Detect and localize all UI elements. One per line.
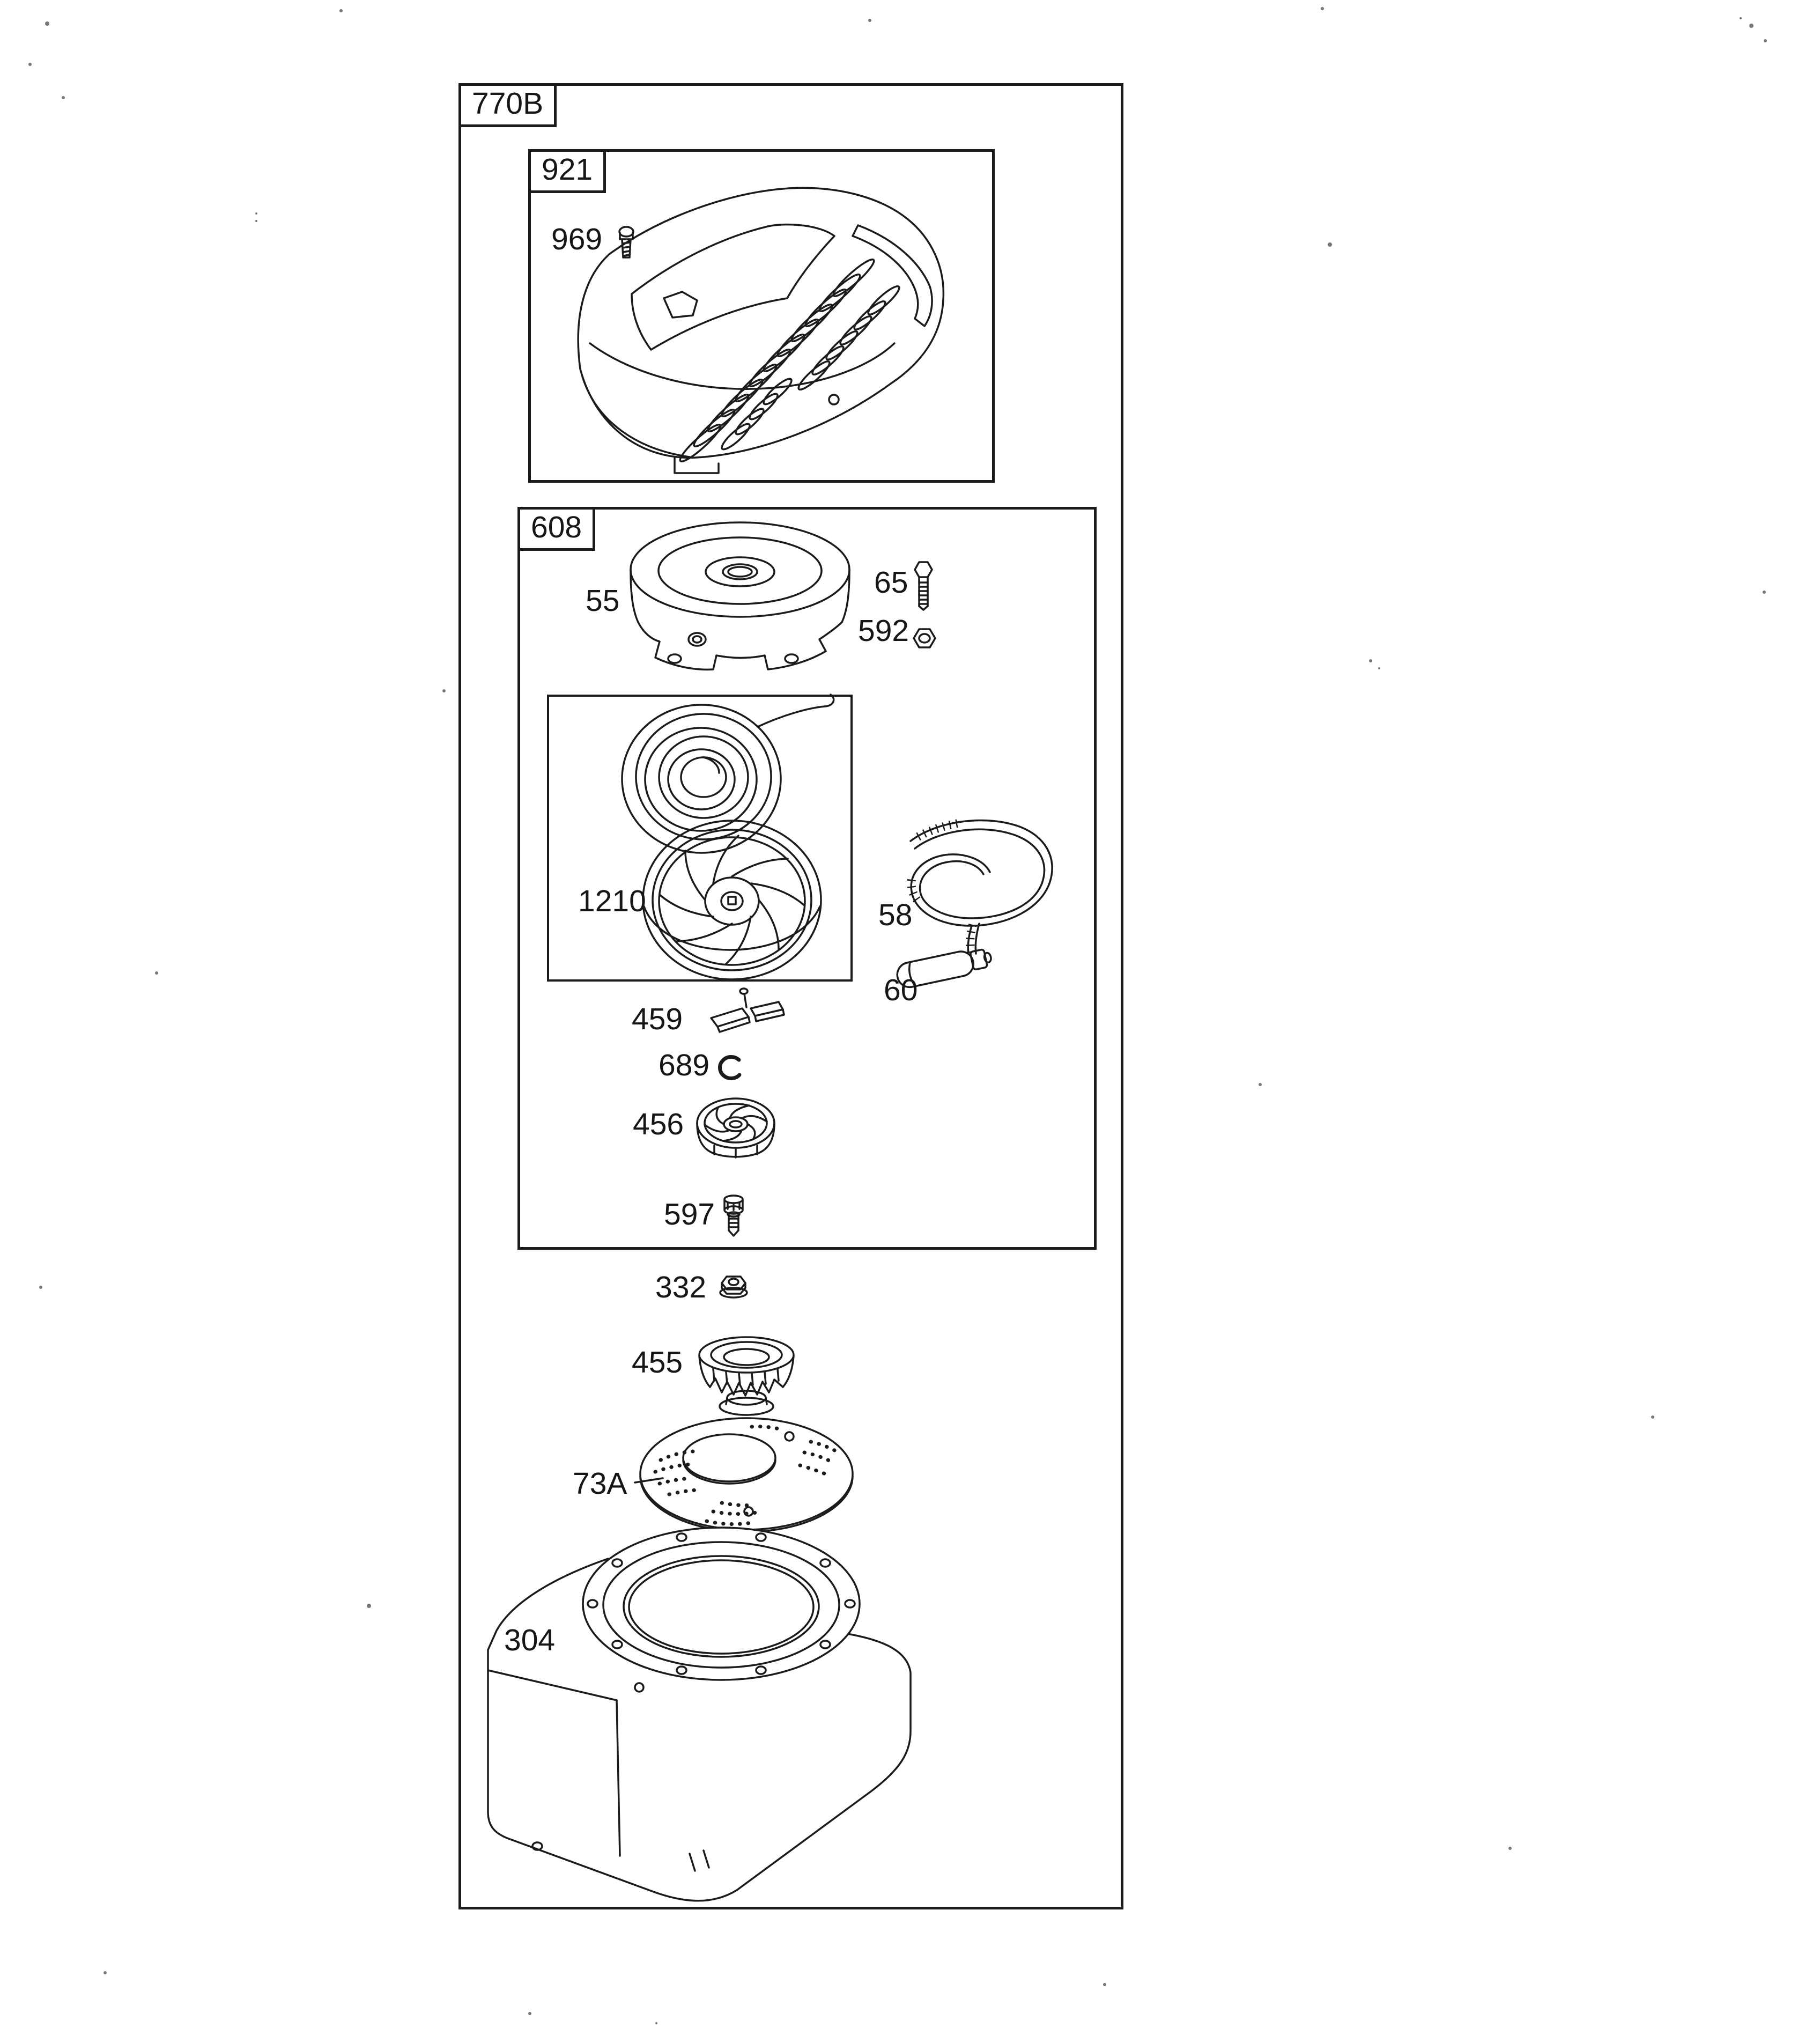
cover-frame-921: 921 xyxy=(528,149,995,483)
part-label-73A: 73A xyxy=(573,1466,627,1501)
bolt-drawing xyxy=(914,561,933,611)
starter-housing-drawing xyxy=(630,521,850,671)
scan-artifacts xyxy=(28,7,1767,2024)
part-label-459: 459 xyxy=(632,1002,683,1036)
flange-nut-drawing xyxy=(719,1275,748,1299)
part-label-65: 65 xyxy=(874,565,908,600)
recoil-spring-drawing xyxy=(621,694,835,854)
part-label-456: 456 xyxy=(633,1107,684,1141)
cover-label-box: 921 xyxy=(528,149,606,193)
part-label-1210: 1210 xyxy=(578,884,646,918)
cover-vents xyxy=(679,258,900,463)
part-label-332: 332 xyxy=(655,1270,707,1304)
ring-bolt-holes xyxy=(587,1532,856,1675)
part-label-969: 969 xyxy=(551,222,603,256)
assembly-label-box: 770B xyxy=(458,83,557,127)
part-label-689: 689 xyxy=(659,1048,710,1082)
rotating-screen-drawing xyxy=(634,1417,854,1533)
starter-frame-608: 608 xyxy=(517,507,1097,1250)
pawl-drawing xyxy=(710,987,785,1033)
part-label-304: 304 xyxy=(504,1623,556,1657)
part-label-55: 55 xyxy=(586,584,620,618)
cover-label: 921 xyxy=(542,152,593,187)
clutch-cup-drawing xyxy=(698,1336,795,1416)
cover-top-panel xyxy=(631,223,835,351)
starter-rope-drawing xyxy=(907,818,1053,956)
retainer-clip-drawing xyxy=(718,1055,742,1080)
rope-handle-drawing xyxy=(896,948,992,989)
blower-housing-drawing xyxy=(487,1526,912,1902)
ratchet-screw-drawing xyxy=(723,1194,744,1237)
engine-cover-drawing xyxy=(577,187,945,474)
ratchet-drawing xyxy=(696,1097,775,1159)
recoil-pulley-drawing xyxy=(642,820,822,980)
hex-nut-drawing xyxy=(913,628,936,648)
cover-emblem xyxy=(663,291,698,319)
part-label-592: 592 xyxy=(858,614,909,648)
starter-label: 608 xyxy=(531,510,582,544)
screen-leader-line xyxy=(634,1477,664,1484)
part-label-455: 455 xyxy=(632,1345,683,1380)
part-label-597: 597 xyxy=(664,1197,715,1231)
assembly-label: 770B xyxy=(472,86,544,121)
part-label-58: 58 xyxy=(878,898,913,932)
part-label-60: 60 xyxy=(884,973,918,1007)
starter-label-box: 608 xyxy=(517,507,596,551)
assembly-frame-770b: 770B xyxy=(458,83,1123,1909)
cover-screw-drawing xyxy=(618,226,634,259)
cover-handle-recess xyxy=(852,224,933,327)
spring-pulley-frame xyxy=(547,695,853,982)
